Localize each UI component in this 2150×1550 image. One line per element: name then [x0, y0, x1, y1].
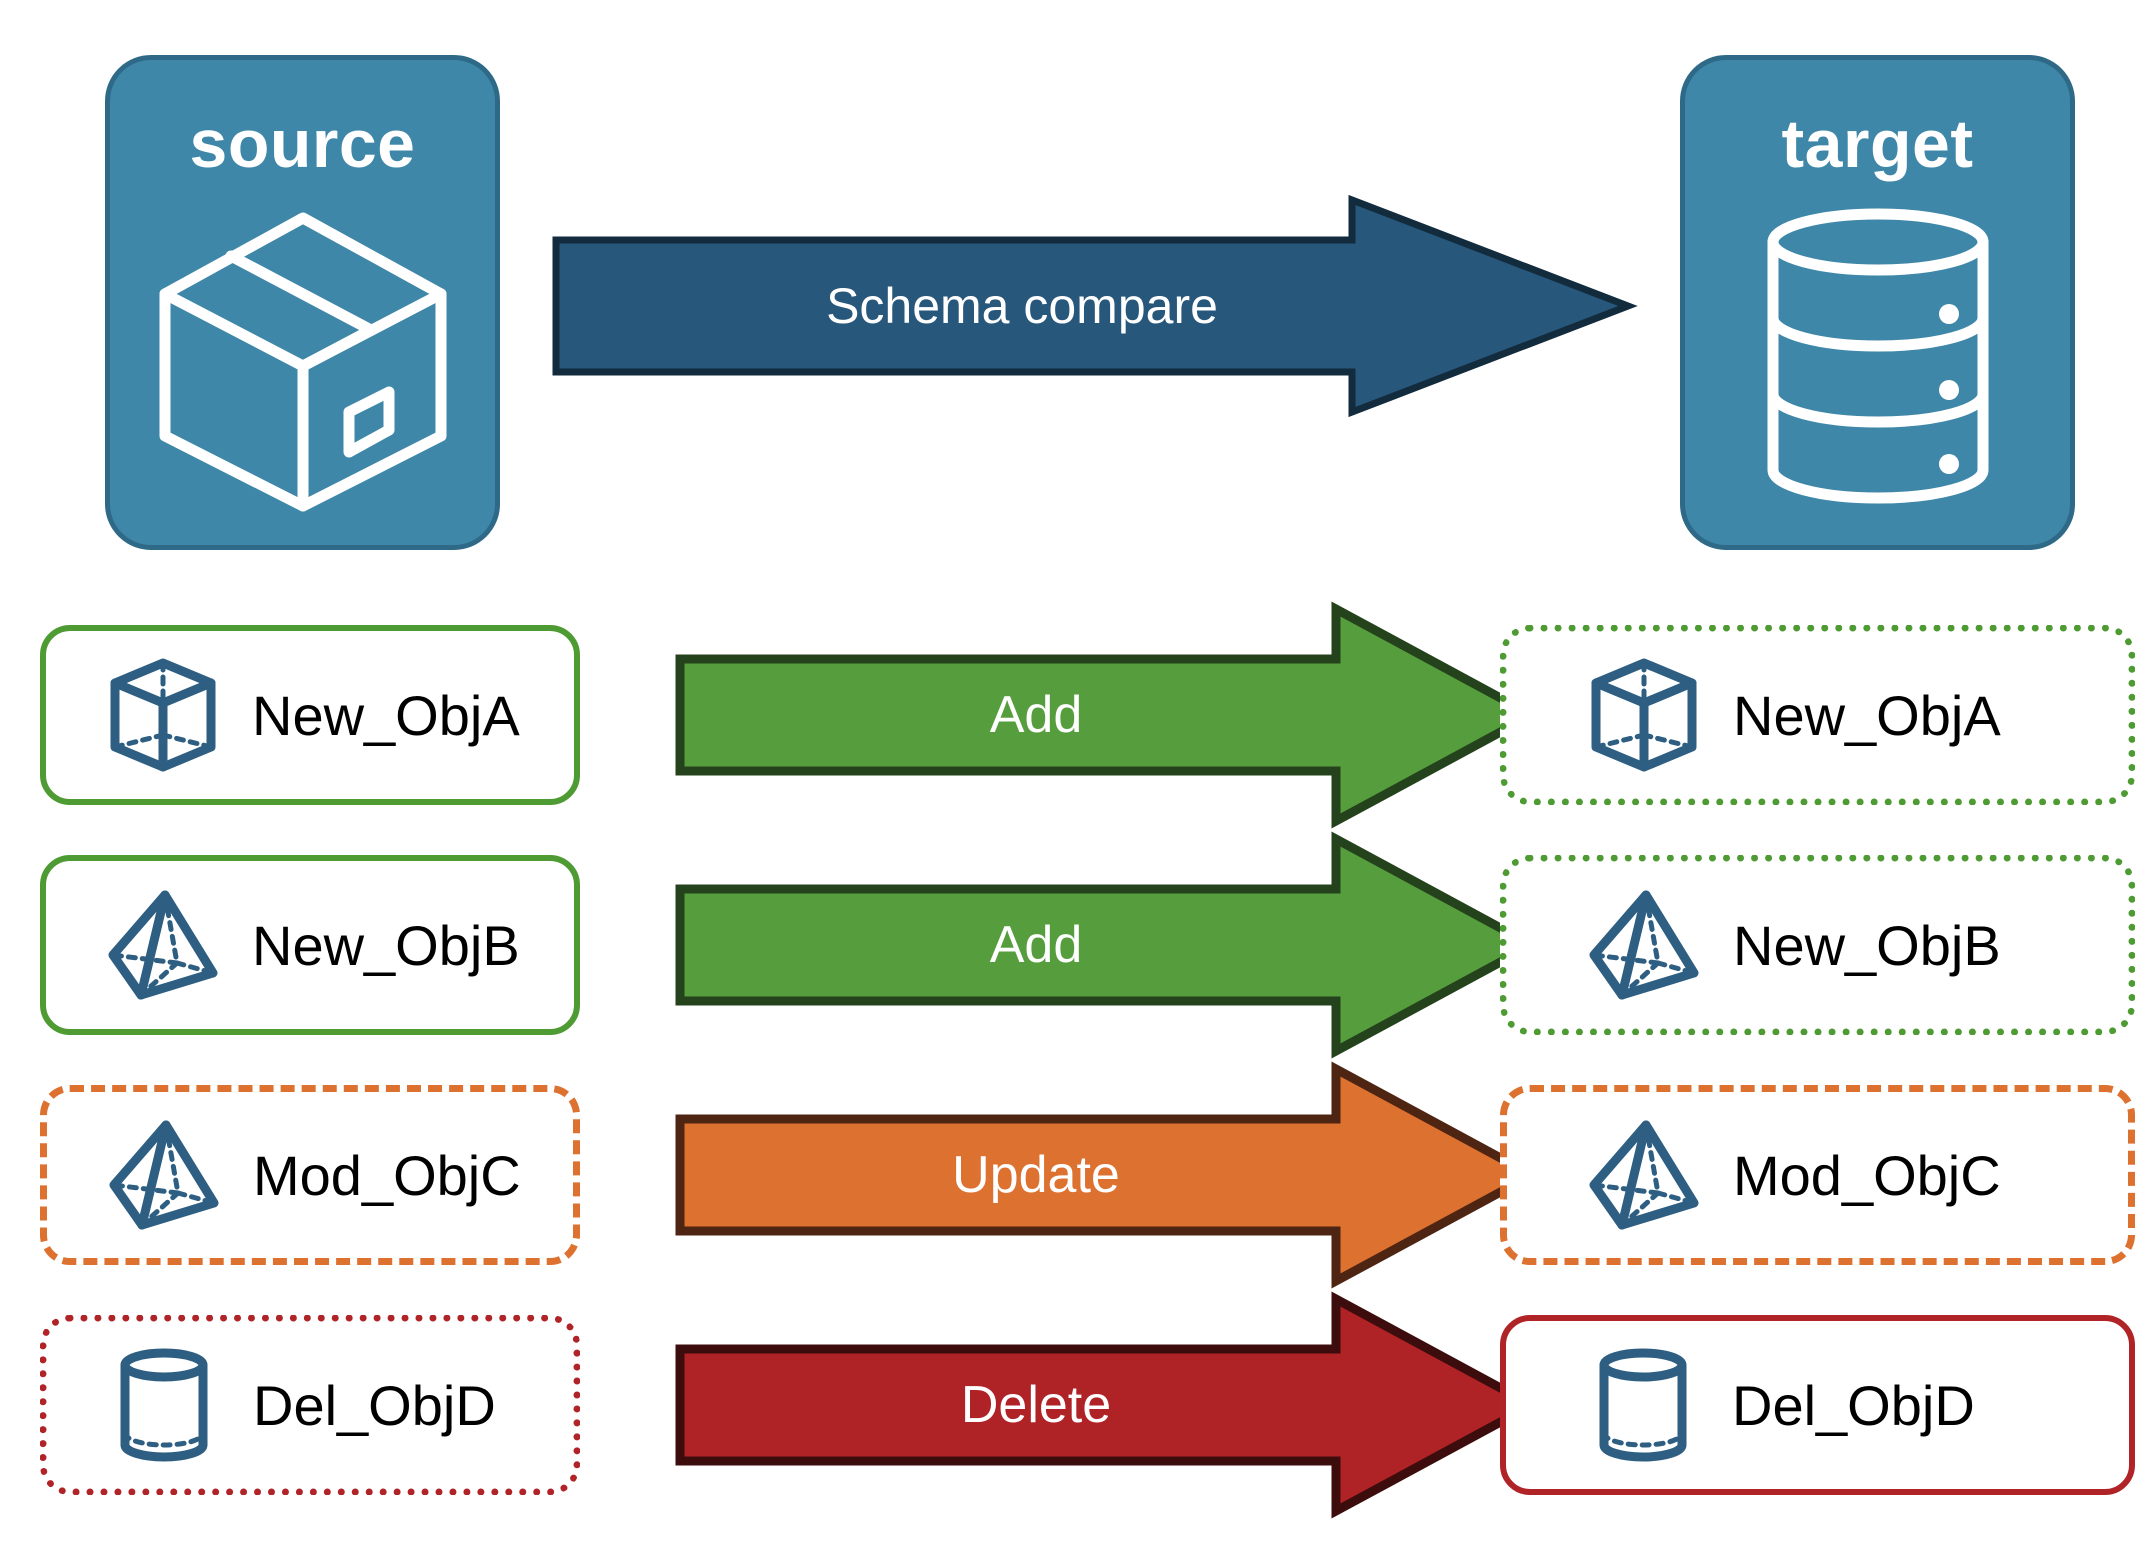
wireframe-cylinder-icon: [109, 1348, 219, 1462]
wireframe-pyramid-icon: [109, 1120, 219, 1230]
source-object-box[interactable]: Mod_ObjC: [40, 1085, 580, 1265]
target-object-box[interactable]: New_ObjB: [1500, 855, 2135, 1035]
target-object-label: New_ObjB: [1733, 913, 2001, 977]
database-cylinder-icon: [1763, 206, 1993, 506]
wireframe-pyramid-icon: [108, 890, 218, 1000]
target-object-box[interactable]: Mod_ObjC: [1500, 1085, 2135, 1265]
diagram-row: New_ObjB Add: [0, 831, 2150, 1059]
action-arrow-add: Add: [675, 831, 1542, 1059]
source-object-label: Del_ObjD: [253, 1373, 496, 1437]
schema-compare-arrow: Schema compare: [552, 194, 1638, 418]
source-panel: source: [105, 55, 500, 550]
wireframe-cube-icon: [108, 658, 218, 772]
wireframe-pyramid-icon: [1589, 1120, 1699, 1230]
source-object-label: Mod_ObjC: [253, 1143, 521, 1207]
source-object-box[interactable]: New_ObjB: [40, 855, 580, 1035]
source-object-box[interactable]: New_ObjA: [40, 625, 580, 805]
action-arrow-delete: Delete: [675, 1291, 1542, 1519]
target-panel: target: [1680, 55, 2075, 550]
wireframe-pyramid-icon: [1589, 890, 1699, 1000]
action-arrow-update: Update: [675, 1061, 1542, 1289]
target-object-box[interactable]: Del_ObjD: [1500, 1315, 2135, 1495]
target-object-label: Del_ObjD: [1732, 1373, 1975, 1437]
diagram-row: Del_ObjD Delete Del_ObjD: [0, 1291, 2150, 1519]
wireframe-cylinder-icon: [1588, 1348, 1698, 1462]
source-title: source: [189, 106, 416, 182]
action-arrow-add: Add: [675, 601, 1542, 829]
source-object-label: New_ObjB: [252, 913, 520, 977]
target-object-label: New_ObjA: [1733, 683, 2001, 747]
target-object-label: Mod_ObjC: [1733, 1143, 2001, 1207]
package-box-icon: [153, 206, 453, 516]
wireframe-cube-icon: [1589, 658, 1699, 772]
source-object-box[interactable]: Del_ObjD: [40, 1315, 580, 1495]
diagram-row: New_ObjA Add: [0, 601, 2150, 829]
source-object-label: New_ObjA: [252, 683, 520, 747]
diagram-row: Mod_ObjC Update: [0, 1061, 2150, 1289]
target-title: target: [1781, 106, 1974, 182]
target-object-box[interactable]: New_ObjA: [1500, 625, 2135, 805]
